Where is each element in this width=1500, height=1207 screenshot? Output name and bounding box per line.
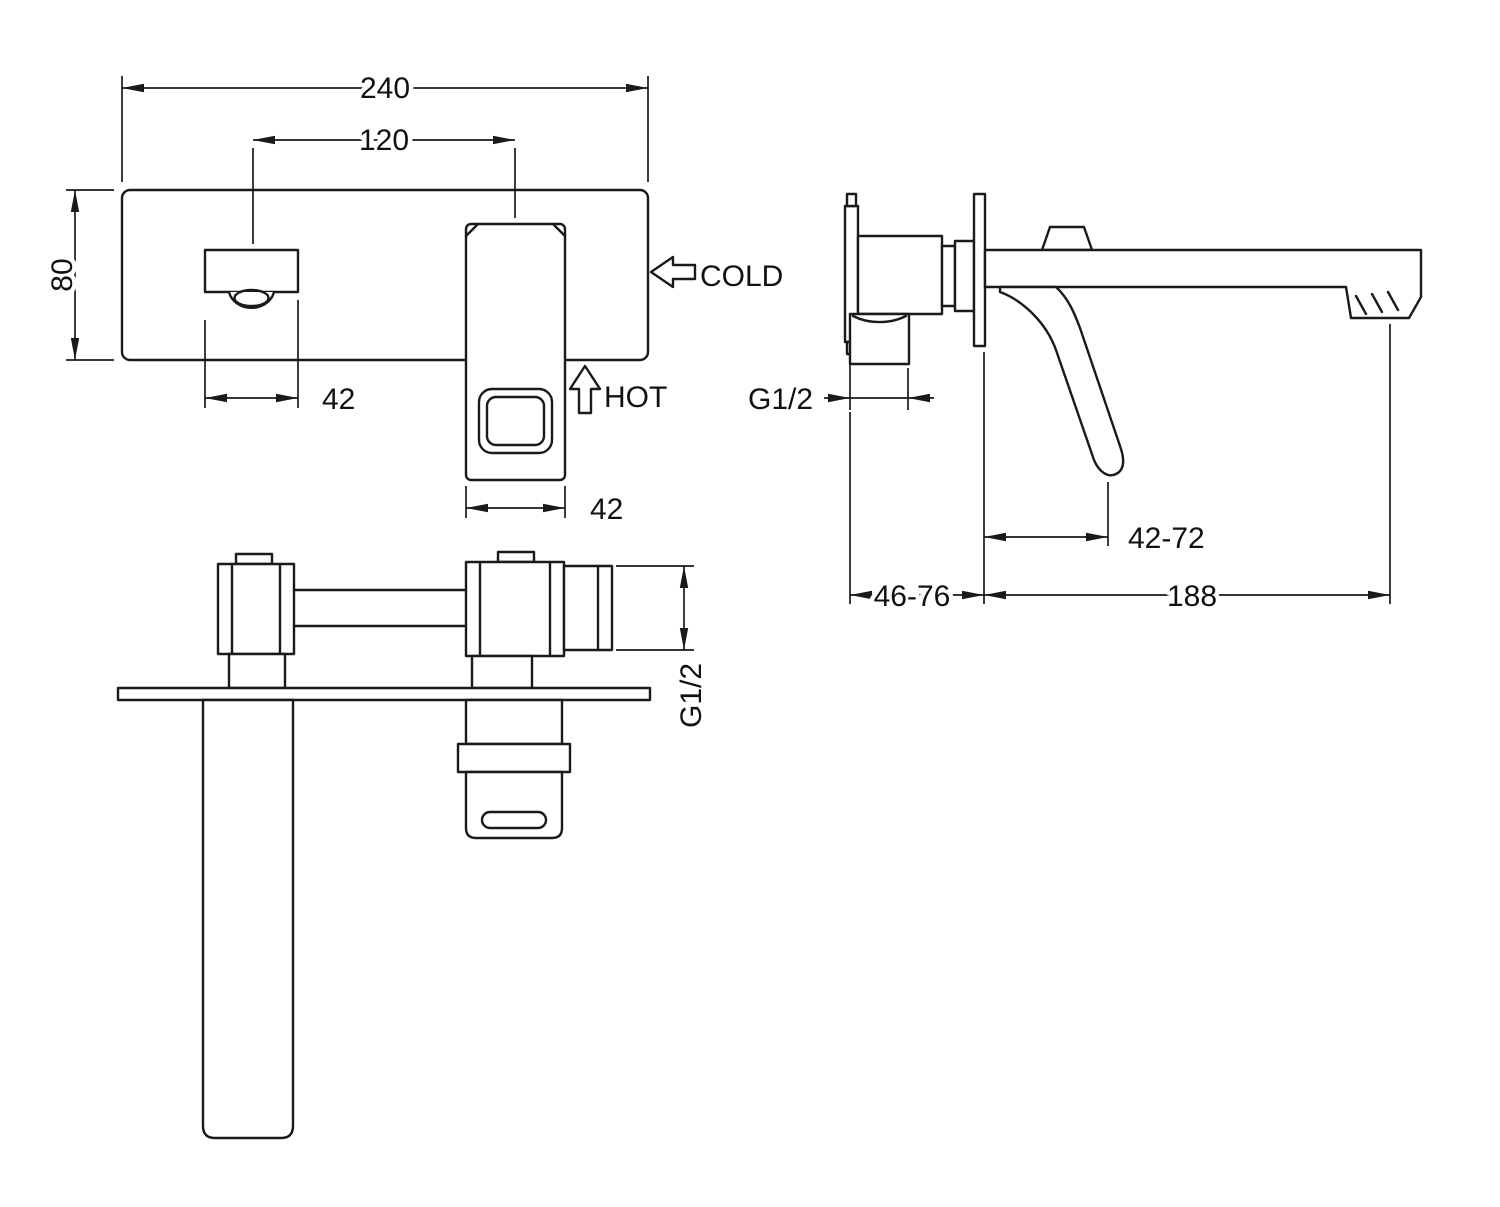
mixer-body-top [464,550,614,690]
dim-depth-range-label: 46-76 [874,580,951,613]
spout-front [203,248,300,310]
handle-hub-side [1040,225,1094,252]
cold-label: COLD [700,260,783,293]
dim-thread-side-label: G1/2 [748,383,813,416]
top-view: G1/2 [116,550,713,1140]
mixer-body-neck [470,654,534,690]
handle-lever-side [998,285,1125,477]
dim-handle-width-extensions [465,486,566,518]
spout-union-top [216,552,296,690]
dim-spout-width: 42 [204,300,360,421]
dim-handle-range: 42-72 [983,352,1209,604]
dim-thread-top-extensions [616,565,694,651]
spout-union-detail-lines [230,562,282,656]
bracket-screw-top [845,192,858,208]
dim-handle-range-extensions [983,352,1109,604]
hot-label: HOT [604,381,667,414]
dim-overall-width: 240 [121,68,649,182]
spout-aerator-face [233,288,270,308]
handle-grip-slot-top [480,810,548,830]
dim-plate-height: 80 [42,189,114,361]
dim-center-distance-label: 120 [359,124,409,157]
inlet-arc-detail [851,314,908,324]
cold-indicator: COLD [649,255,788,298]
side-view: G1/2 42-72 46-76 188 [744,192,1423,618]
dim-spout-width-extensions [204,300,299,408]
dim-spout-reach: 188 [984,324,1391,618]
spout-union-body [216,562,296,656]
spout-body-front [203,248,300,294]
dim-handle-width-label: 42 [590,493,623,526]
wall-plate-top [116,686,652,702]
spout-tube-top [201,698,295,1140]
handle-front [464,222,567,482]
dim-thread-side-extensions [849,358,909,410]
mixer-body-block [464,560,566,658]
hot-indicator: HOT [568,364,672,419]
mixer-body-tab [496,550,536,564]
handle-flange-top [456,742,572,774]
front-view: 240 120 80 42 42 COLD HOT [42,68,788,531]
spout-union-tab [234,552,274,566]
dim-thread-side: G1/2 [744,358,934,421]
handle-grip-opening-outer [477,387,554,455]
mixer-body-detail-lines [478,560,552,658]
hot-arrow-icon [568,364,602,415]
dim-center-distance-extensions [252,148,516,244]
connecting-pipe-top [292,588,468,628]
dim-handle-range-label: 42-72 [1128,522,1205,555]
wall-plate-front [120,188,650,362]
dim-thread-top-label: G1/2 [675,663,708,728]
dim-plate-height-label: 80 [46,258,79,291]
dim-center-distance: 120 [252,120,516,244]
dim-thread-top: G1/2 [616,565,713,733]
dim-handle-width: 42 [465,486,628,531]
valve-adapter-sleeve [953,239,976,313]
handle-base-top [464,698,564,746]
spout-union-neck [227,652,287,690]
dim-overall-width-label: 240 [360,72,410,105]
valve-body-side [843,192,976,366]
valve-cartridge-housing [856,234,944,316]
handle-body-top [456,698,572,840]
dim-spout-width-label: 42 [322,383,355,416]
dim-depth-range: 46-76 [849,412,984,618]
handle-grip-opening-inner [485,395,546,447]
valve-adapter-ring [940,244,957,308]
spout-outlet-aerator-lines [1354,290,1400,316]
dim-overall-width-extensions [121,76,649,182]
cold-arrow-icon [649,255,697,289]
dim-spout-reach-label: 188 [1167,580,1217,613]
handle-top-chamfers [464,222,567,238]
mixer-end-cap [562,564,614,652]
wall-plate-side [972,192,987,348]
